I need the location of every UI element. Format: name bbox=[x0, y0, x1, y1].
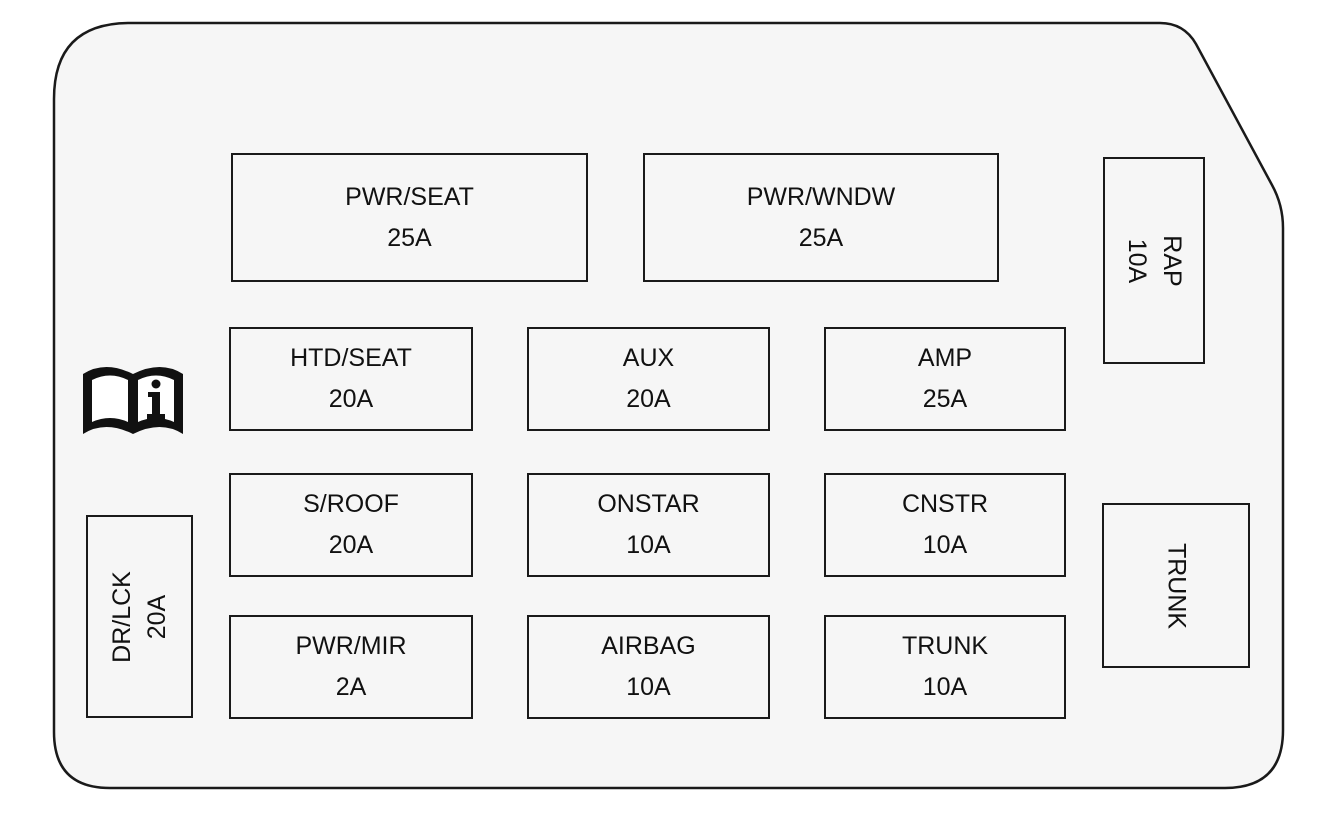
fuse-rating: 10A bbox=[626, 531, 671, 559]
fuse-label: PWR/WNDW bbox=[746, 182, 896, 211]
fuse-airbag: AIRBAG 10A bbox=[527, 615, 770, 719]
fuse-label: TRUNK bbox=[901, 632, 989, 660]
fuse-rating: 25A bbox=[387, 223, 432, 252]
fuse-label: HTD/SEAT bbox=[290, 344, 412, 372]
fuse-rating: 20A bbox=[626, 385, 671, 413]
fuse-label: PWR/MIR bbox=[295, 632, 407, 660]
fuse-amp: AMP 25A bbox=[824, 327, 1066, 431]
fuse-rating: 25A bbox=[922, 385, 968, 413]
fuse-cnstr: CNSTR 10A bbox=[824, 473, 1066, 577]
fuse-rating: 20A bbox=[142, 594, 171, 639]
fuse-label: PWR/SEAT bbox=[345, 182, 474, 211]
fuse-rating: 20A bbox=[328, 385, 374, 413]
fuse-aux: AUX 20A bbox=[527, 327, 770, 431]
fuse-rap: RAP 10A bbox=[1103, 157, 1205, 364]
fuse-label: AIRBAG bbox=[601, 632, 696, 660]
fuse-rating: 2A bbox=[335, 673, 367, 701]
fuse-rating: 25A bbox=[798, 223, 844, 252]
fuse-label: AUX bbox=[622, 344, 675, 372]
fuse-s-roof: S/ROOF 20A bbox=[229, 473, 473, 577]
fuse-onstar: ONSTAR 10A bbox=[527, 473, 770, 577]
fuse-pwr-wndw: PWR/WNDW 25A bbox=[643, 153, 999, 282]
fuse-rating: 10A bbox=[922, 531, 968, 559]
relay-trunk: TRUNK bbox=[1102, 503, 1250, 668]
owners-manual-info-icon bbox=[83, 367, 183, 434]
fuse-rating: 10A bbox=[1123, 238, 1151, 283]
relay-label: TRUNK bbox=[1162, 542, 1191, 629]
fuse-label: AMP bbox=[917, 344, 973, 372]
fuse-rating: 10A bbox=[922, 673, 968, 701]
fuse-rating: 10A bbox=[626, 673, 671, 701]
fuse-htd-seat: HTD/SEAT 20A bbox=[229, 327, 473, 431]
fuse-trunk: TRUNK 10A bbox=[824, 615, 1066, 719]
fuse-pwr-mir: PWR/MIR 2A bbox=[229, 615, 473, 719]
fuse-dr-lck: DR/LCK 20A bbox=[86, 515, 193, 718]
fuse-label: S/ROOF bbox=[303, 490, 399, 518]
fuse-label: ONSTAR bbox=[597, 490, 700, 518]
fuse-pwr-seat: PWR/SEAT 25A bbox=[231, 153, 588, 282]
fuse-label: CNSTR bbox=[901, 490, 989, 518]
fuse-label: RAP bbox=[1158, 234, 1186, 287]
fuse-label: DR/LCK bbox=[107, 570, 136, 663]
fuse-rating: 20A bbox=[328, 531, 374, 559]
